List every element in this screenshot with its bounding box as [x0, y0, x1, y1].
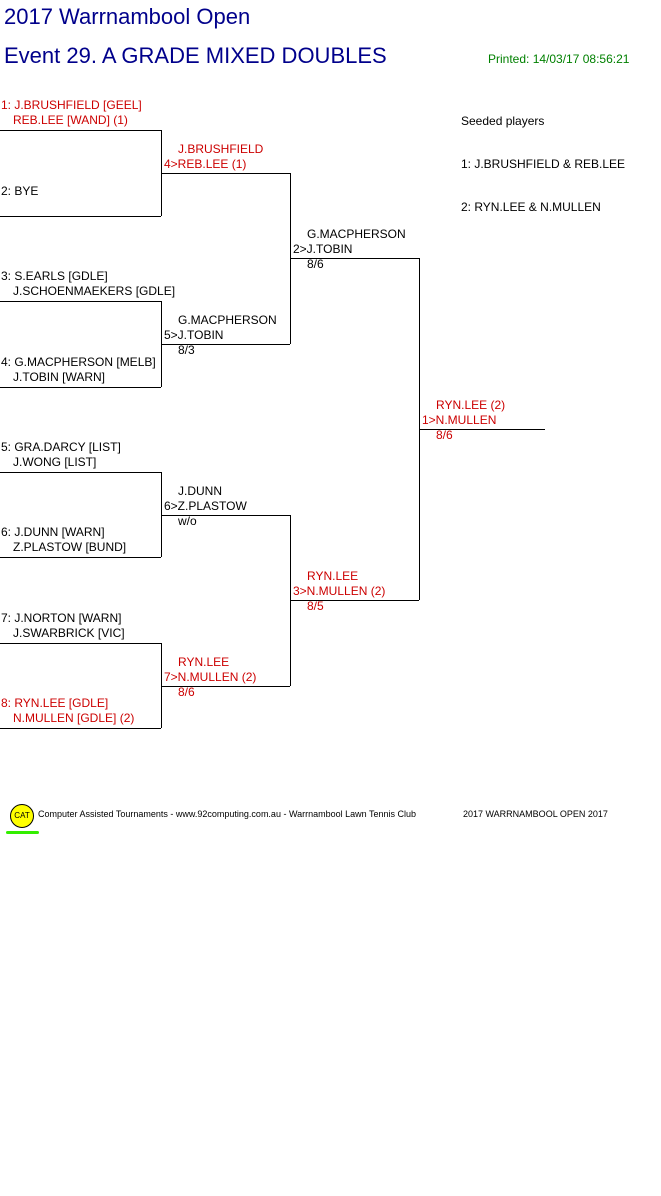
round1-entry-line2: N.MULLEN [GDLE] (2) [13, 711, 135, 725]
round1-line [0, 130, 161, 131]
semi-line [290, 600, 419, 601]
round2-line [161, 344, 290, 345]
round1-entry-line2: J.TOBIN [WARN] [13, 370, 106, 384]
semi-line [290, 258, 419, 259]
round2-score: 8/6 [178, 685, 195, 699]
round1-entry-line1: 4: G.MACPHERSON [MELB] [1, 355, 156, 369]
round1-line [0, 387, 161, 388]
seeded-player-2: 2: RYN.LEE & N.MULLEN [461, 200, 601, 214]
round1-line [0, 643, 161, 644]
round1-line [0, 472, 161, 473]
round1-entry-line1: 5: GRA.DARCY [LIST] [1, 440, 121, 454]
semi-score: 8/6 [307, 257, 324, 271]
semi-entry-line1: G.MACPHERSON [307, 227, 406, 241]
round1-entry-line2: Z.PLASTOW [BUND] [13, 540, 127, 554]
seeded-player-1: 1: J.BRUSHFIELD & REB.LEE [461, 157, 626, 171]
round1-entry-line1: 6: J.DUNN [WARN] [1, 525, 105, 539]
round1-line [0, 216, 161, 217]
semi-entry-line2: 3>N.MULLEN (2) [293, 584, 386, 598]
semi-entry-line2: 2>J.TOBIN [293, 242, 353, 256]
round1-entry-line1: 3: S.EARLS [GDLE] [1, 269, 108, 283]
round1-entry-line2: J.WONG [LIST] [13, 455, 97, 469]
footer-credit: Computer Assisted Tournaments - www.92co… [38, 809, 417, 819]
round2-line [161, 515, 290, 516]
round2-line [161, 173, 290, 174]
tournament-title: 2017 Warrnambool Open [4, 4, 251, 29]
round2-entry-line1: G.MACPHERSON [178, 313, 277, 327]
round2-line [161, 686, 290, 687]
round2-entry-line1: RYN.LEE [178, 655, 230, 669]
final-line [419, 429, 545, 430]
semi-entry-line1: RYN.LEE [307, 569, 359, 583]
round1-entry-line1: 2: BYE [1, 184, 39, 198]
round2-score: 8/3 [178, 343, 195, 357]
round1-entry-line1: 7: J.NORTON [WARN] [1, 611, 122, 625]
round1-line [0, 557, 161, 558]
round2-entry-line1: J.DUNN [178, 484, 222, 498]
seeded-heading: Seeded players [461, 114, 545, 128]
event-title: Event 29. A GRADE MIXED DOUBLES [4, 43, 387, 68]
cat-logo-icon: CAT [10, 804, 34, 828]
final-entry-line2: 1>N.MULLEN [422, 413, 497, 427]
round1-entry-line1: 1: J.BRUSHFIELD [GEEL] [1, 98, 142, 112]
round1-entry-line2: J.SCHOENMAEKERS [GDLE] [13, 284, 176, 298]
footer-event: 2017 WARRNAMBOOL OPEN 2017 [463, 809, 608, 819]
semi-score: 8/5 [307, 599, 324, 613]
round2-score: w/o [178, 514, 197, 528]
round2-entry-line1: J.BRUSHFIELD [178, 142, 264, 156]
final-entry-line1: RYN.LEE (2) [436, 398, 506, 412]
final-score: 8/6 [436, 428, 453, 442]
round1-connector [161, 643, 162, 728]
round2-entry-line2: 7>N.MULLEN (2) [164, 670, 257, 684]
round1-line [0, 728, 161, 729]
round1-line [0, 301, 161, 302]
round1-connector [161, 472, 162, 557]
round2-entry-line2: 5>J.TOBIN [164, 328, 224, 342]
round1-entry-line2: J.SWARBRICK [VIC] [13, 626, 125, 640]
round1-entry-line2: REB.LEE [WAND] (1) [13, 113, 128, 127]
printed-timestamp: Printed: 14/03/17 08:56:21 [488, 52, 630, 66]
round1-entry-line1: 8: RYN.LEE [GDLE] [1, 696, 109, 710]
round2-entry-line2: 6>Z.PLASTOW [164, 499, 247, 513]
logo-underline [6, 831, 39, 834]
round2-entry-line2: 4>REB.LEE (1) [164, 157, 247, 171]
